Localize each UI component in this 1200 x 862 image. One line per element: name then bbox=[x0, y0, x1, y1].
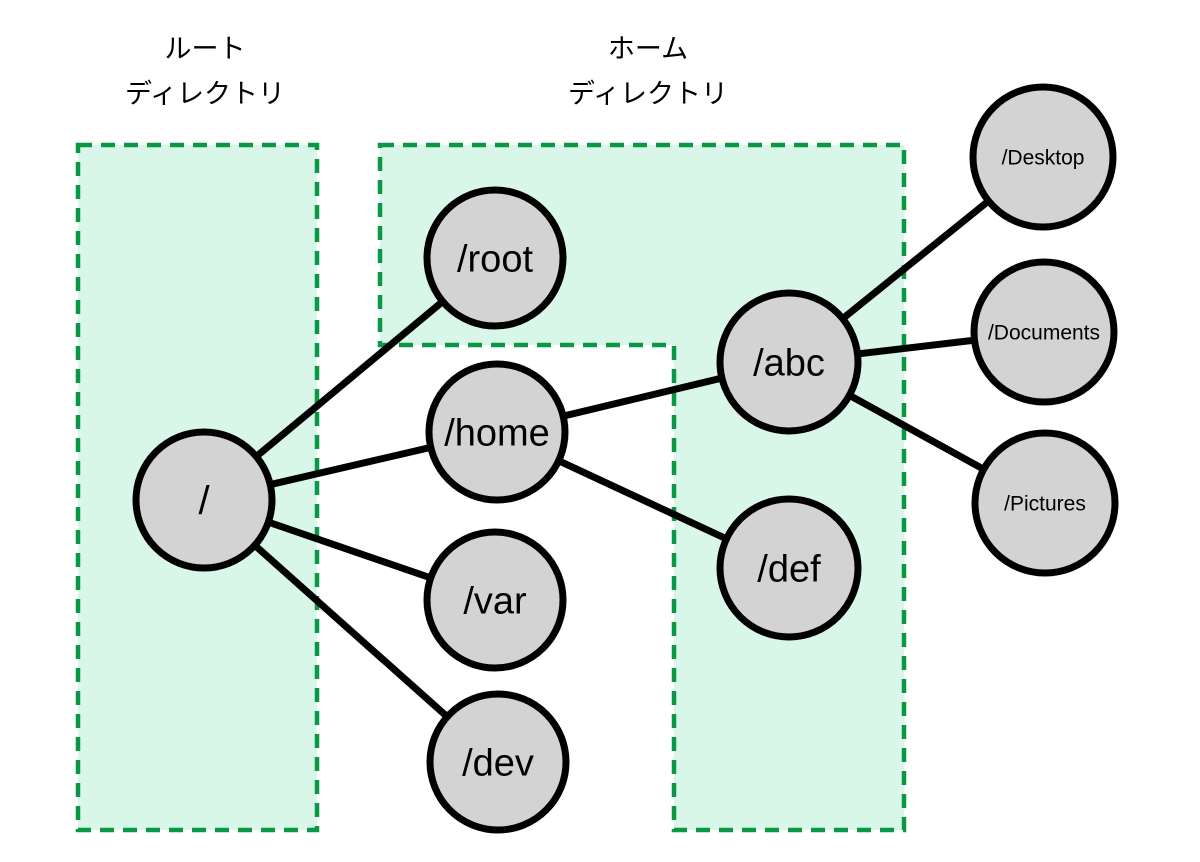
node-dev-label: /dev bbox=[462, 742, 534, 784]
node-home-label: /home bbox=[444, 412, 550, 454]
node-desktop: /Desktop bbox=[969, 83, 1117, 231]
node-root-slash: / bbox=[132, 428, 276, 572]
nodes-layer: / /root/home/var/dev/abc/def/Desktop/Docu… bbox=[132, 83, 1119, 834]
root-directory-caption-line-1: ルート bbox=[165, 34, 246, 64]
captions-layer: ルート ディレクトリ ホーム ディレクトリ bbox=[125, 34, 728, 109]
node-root-label: /root bbox=[457, 238, 533, 280]
node-pictures: /Pictures bbox=[971, 429, 1119, 577]
node-var: /var bbox=[423, 528, 567, 672]
node-abc: /abc bbox=[716, 289, 862, 435]
root-directory-caption-line-2: ディレクトリ bbox=[125, 79, 285, 109]
node-root: /root bbox=[423, 186, 567, 330]
node-pictures-circle bbox=[971, 429, 1119, 577]
node-documents-circle bbox=[970, 258, 1118, 406]
node-home-circle bbox=[425, 360, 569, 504]
node-desktop-label: /Desktop bbox=[1002, 146, 1085, 169]
home-directory-caption-line-2: ディレクトリ bbox=[568, 79, 728, 109]
node-dev-circle bbox=[426, 690, 570, 834]
node-desktop-circle bbox=[969, 83, 1117, 231]
node-documents: /Documents bbox=[970, 258, 1118, 406]
node-root-circle bbox=[423, 186, 567, 330]
node-var-circle bbox=[423, 528, 567, 672]
node-root-slash-label: / bbox=[198, 479, 210, 523]
node-def-circle bbox=[716, 495, 862, 641]
node-root-slash-circle bbox=[132, 428, 276, 572]
node-dev: /dev bbox=[426, 690, 570, 834]
node-def-label: /def bbox=[757, 548, 821, 590]
node-pictures-label: /Pictures bbox=[1004, 492, 1086, 515]
node-abc-circle bbox=[716, 289, 862, 435]
node-home: /home bbox=[425, 360, 569, 504]
home-directory-caption-line-1: ホーム bbox=[608, 34, 688, 64]
node-var-label: /var bbox=[463, 580, 527, 622]
node-abc-label: /abc bbox=[753, 342, 825, 384]
node-documents-label: /Documents bbox=[988, 321, 1100, 344]
node-def: /def bbox=[716, 495, 862, 641]
